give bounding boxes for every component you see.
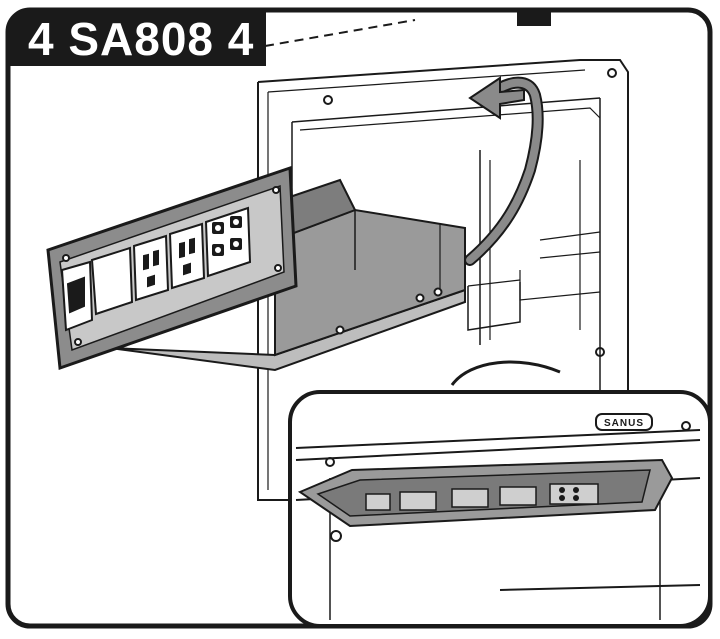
cable-loop — [450, 360, 561, 386]
cable — [464, 76, 544, 266]
step-label: 4 SA808 4 — [8, 10, 266, 66]
brand-plate — [595, 413, 653, 431]
dashed-outline — [264, 19, 416, 47]
inset-detail: SANUS — [288, 390, 712, 628]
power-box — [46, 165, 466, 372]
brand-text: SANUS — [604, 418, 644, 429]
arrow-icon — [468, 76, 525, 120]
top-tab — [517, 12, 551, 26]
